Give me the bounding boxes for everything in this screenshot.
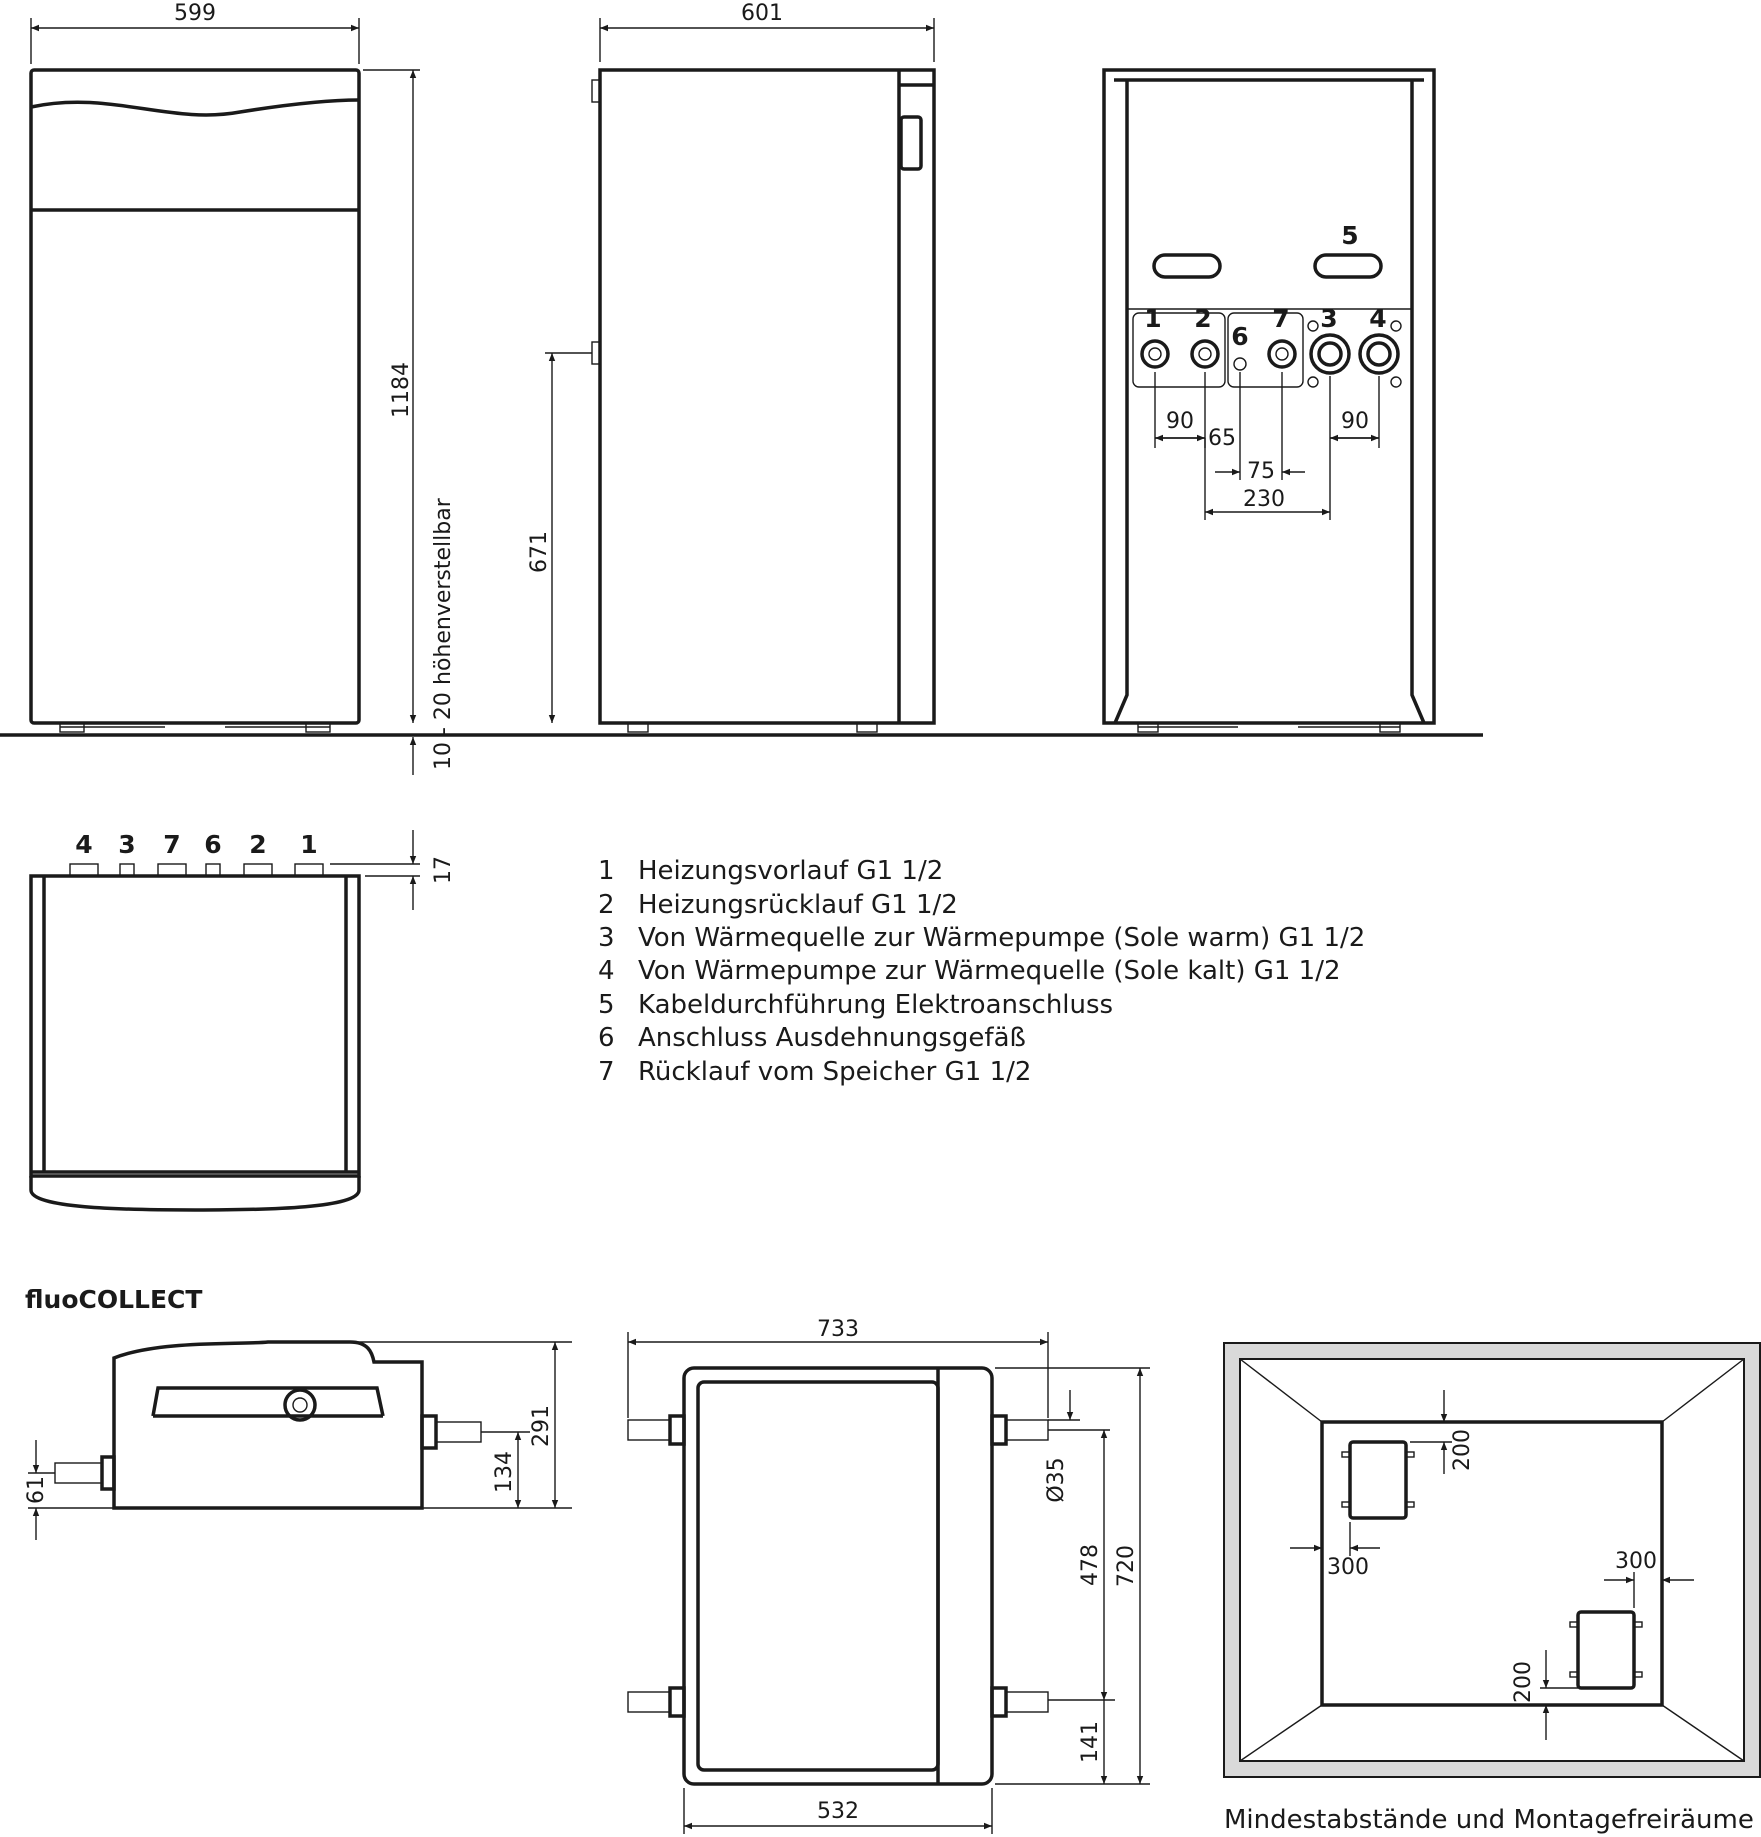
rear-label-6: 6 — [1231, 322, 1248, 351]
fluocollect-dim-291: 291 — [529, 1405, 554, 1447]
rear-label-4: 4 — [1369, 304, 1386, 333]
legend-text-4: Von Wärmepumpe zur Wärmequelle (Sole kal… — [638, 956, 1341, 986]
legend-num-6: 6 — [598, 1023, 615, 1053]
legend-text-6: Anschluss Ausdehnungsgefäß — [638, 1023, 1026, 1053]
front-view: 599 1184 10 - 20 höhenverstellbar — [29, 1, 456, 775]
top-label-1: 1 — [300, 830, 317, 859]
rear-label-5: 5 — [1341, 221, 1358, 250]
front-adjust-label: höhenverstellbar — [431, 497, 456, 685]
rear-label-2: 2 — [1194, 304, 1211, 333]
rear-label-3: 3 — [1320, 304, 1337, 333]
fluocollect-dim-478: 478 — [1078, 1544, 1103, 1586]
rear-dim-90a: 90 — [1166, 409, 1194, 434]
fluocollect-dim-141: 141 — [1078, 1721, 1103, 1763]
side-height-dim: 671 — [527, 531, 552, 573]
top-label-6: 6 — [204, 830, 221, 859]
top-height-dim: 17 — [431, 856, 456, 884]
fluocollect-side-view: 291 134 61 — [24, 1340, 572, 1540]
side-view: 601 671 — [527, 1, 936, 733]
fluocollect-dim-61: 61 — [24, 1476, 49, 1504]
fluocollect-dim-532: 532 — [817, 1799, 859, 1824]
legend-text-5: Kabeldurchführung Elektroanschluss — [638, 990, 1113, 1020]
legend-num-5: 5 — [598, 990, 615, 1020]
clearance-right-dim: 300 — [1615, 1549, 1657, 1574]
side-width-dim: 601 — [741, 1, 783, 26]
legend-num-4: 4 — [598, 956, 615, 986]
top-label-4: 4 — [75, 830, 92, 859]
front-adjust-range: 10 - 20 — [431, 692, 456, 770]
legend-num-3: 3 — [598, 923, 615, 953]
front-width-dim: 599 — [174, 1, 216, 26]
front-height-dim: 1184 — [389, 362, 414, 418]
clearance-bottom-dim: 200 — [1511, 1661, 1536, 1703]
rear-dim-230: 230 — [1243, 487, 1285, 512]
rear-dim-90b: 90 — [1341, 409, 1369, 434]
rear-label-7: 7 — [1272, 304, 1289, 333]
top-label-3: 3 — [118, 830, 135, 859]
fluocollect-dim-134: 134 — [492, 1451, 517, 1493]
fluocollect-title: fluoCOLLECT — [25, 1285, 202, 1314]
legend-text-1: Heizungsvorlauf G1 1/2 — [638, 856, 943, 886]
rear-dim-65: 65 — [1208, 426, 1236, 451]
connection-legend: 1 Heizungsvorlauf G1 1/2 2 Heizungsrückl… — [598, 856, 1365, 1087]
fluocollect-dim-720: 720 — [1114, 1545, 1139, 1587]
top-view: 4 3 7 6 2 1 17 — [29, 830, 456, 1212]
legend-text-2: Heizungsrücklauf G1 1/2 — [638, 890, 958, 920]
rear-dim-75: 75 — [1247, 459, 1275, 484]
legend-text-3: Von Wärmequelle zur Wärmepumpe (Sole war… — [638, 923, 1365, 953]
legend-text-7: Rücklauf vom Speicher G1 1/2 — [638, 1057, 1031, 1087]
rear-view: 5 1 2 6 7 3 4 90 65 75 230 90 — [1102, 68, 1436, 733]
fluocollect-front-view: 733 720 Ø35 478 141 532 — [627, 1317, 1150, 1834]
clearance-plan: 200 300 300 200 Mindestabstände und Mont… — [1223, 1342, 1761, 1835]
top-label-2: 2 — [249, 830, 266, 859]
legend-num-7: 7 — [598, 1057, 615, 1087]
legend-num-2: 2 — [598, 890, 615, 920]
legend-num-1: 1 — [598, 856, 615, 886]
clearance-left-dim: 300 — [1327, 1555, 1369, 1580]
clearance-caption: Mindestabstände und Montagefreiräume — [1224, 1805, 1754, 1835]
rear-label-1: 1 — [1144, 304, 1161, 333]
clearance-top-dim: 200 — [1450, 1429, 1475, 1471]
fluocollect-dim-35: Ø35 — [1044, 1457, 1069, 1502]
top-label-7: 7 — [163, 830, 180, 859]
fluocollect-dim-733: 733 — [817, 1317, 859, 1342]
